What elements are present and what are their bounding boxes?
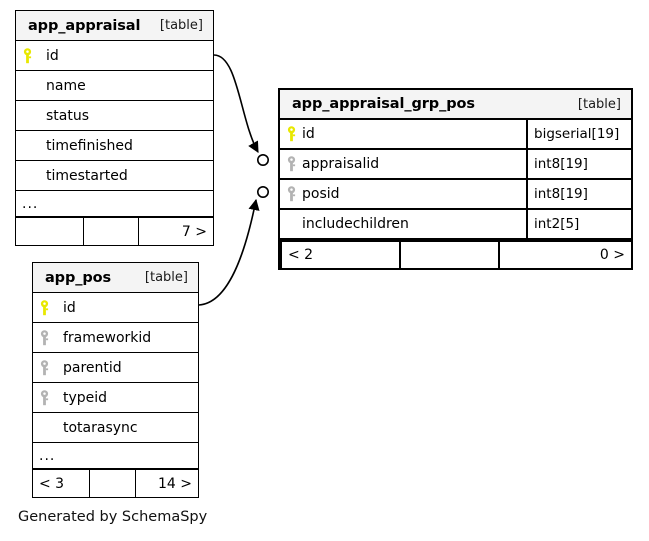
foreign-key-icon (33, 323, 55, 352)
table-type-tag: [table] (159, 18, 203, 33)
no-key-icon (16, 161, 38, 190)
table-header-app-appraisal[interactable]: app_appraisal [table] (16, 11, 213, 41)
footer-middle (89, 470, 135, 497)
table-footer: 7 > (16, 217, 213, 245)
column-name-cell: id (38, 41, 213, 70)
column-row[interactable]: frameworkid (33, 323, 198, 353)
column-label: totarasync (63, 419, 138, 436)
no-key-icon (16, 131, 38, 160)
no-key-icon (33, 413, 55, 442)
column-row[interactable]: status (16, 101, 213, 131)
table-footer: < 2 0 > (280, 240, 631, 268)
foreign-key-icon (280, 156, 302, 172)
column-name-cell: posid (280, 180, 526, 208)
footer-middle (82, 218, 138, 245)
column-label: frameworkid (63, 329, 152, 346)
table-app-appraisal[interactable]: app_appraisal [table] id name (15, 10, 214, 246)
column-row[interactable]: id (33, 293, 198, 323)
column-type: int2[5] (526, 210, 631, 238)
column-name-cell: appraisalid (280, 150, 526, 178)
column-name-cell: id (55, 293, 198, 322)
more-columns-indicator: ... (39, 447, 56, 464)
column-label: includechildren (302, 216, 409, 232)
table-type-tag: [table] (144, 270, 188, 285)
table-app-appraisal-grp-pos[interactable]: app_appraisal_grp_pos [table] id bigseri… (278, 88, 633, 270)
table-app-pos[interactable]: app_pos [table] id (32, 262, 199, 498)
no-key-icon (16, 71, 38, 100)
table-title: app_pos (45, 269, 112, 286)
column-type: int8[19] (526, 180, 631, 208)
column-label: id (302, 126, 315, 142)
table-title: app_appraisal (28, 17, 141, 34)
column-row[interactable]: totarasync (33, 413, 198, 443)
primary-key-icon (280, 126, 302, 142)
column-row[interactable]: name (16, 71, 213, 101)
table-header-app-appraisal-grp-pos[interactable]: app_appraisal_grp_pos [table] (280, 90, 631, 120)
primary-key-icon (16, 41, 38, 70)
table-footer: < 3 14 > (33, 469, 198, 497)
column-name-cell: name (38, 71, 213, 100)
footer-right-count[interactable]: 14 > (135, 470, 198, 497)
column-name-cell: status (38, 101, 213, 130)
footer-right-count[interactable]: 0 > (497, 242, 631, 268)
table-title: app_appraisal_grp_pos (292, 96, 475, 112)
column-name-cell: timefinished (38, 131, 213, 160)
table-header-app-pos[interactable]: app_pos [table] (33, 263, 198, 293)
column-name-cell: frameworkid (55, 323, 198, 352)
column-name-cell: parentid (55, 353, 198, 382)
diagram-caption: Generated by SchemaSpy (18, 509, 208, 525)
more-columns-row[interactable]: ... (16, 191, 213, 217)
foreign-key-icon (280, 186, 302, 202)
column-row[interactable]: typeid (33, 383, 198, 413)
primary-key-icon (33, 293, 55, 322)
foreign-key-icon (33, 383, 55, 412)
column-row[interactable]: parentid (33, 353, 198, 383)
column-row[interactable]: id (16, 41, 213, 71)
column-row[interactable]: timefinished (16, 131, 213, 161)
column-row[interactable]: posid int8[19] (280, 180, 631, 210)
column-name-cell: includechildren (280, 210, 526, 238)
column-row[interactable]: id bigserial[19] (280, 120, 631, 150)
foreign-key-icon (33, 353, 55, 382)
column-label: parentid (63, 359, 122, 376)
column-type: int8[19] (526, 150, 631, 178)
column-row[interactable]: appraisalid int8[19] (280, 150, 631, 180)
more-columns-row[interactable]: ... (33, 443, 198, 469)
column-label: status (46, 107, 90, 124)
footer-middle (399, 242, 497, 268)
column-type: bigserial[19] (526, 120, 631, 148)
footer-left-count[interactable]: < 2 (280, 242, 399, 268)
column-label: typeid (63, 389, 108, 406)
footer-right-count[interactable]: 7 > (138, 218, 213, 245)
column-label: timestarted (46, 167, 128, 184)
column-label: id (46, 47, 59, 64)
column-name-cell: totarasync (55, 413, 198, 442)
column-name-cell: typeid (55, 383, 198, 412)
column-label: timefinished (46, 137, 133, 154)
column-row[interactable]: includechildren int2[5] (280, 210, 631, 240)
no-key-icon (16, 101, 38, 130)
column-name-cell: timestarted (38, 161, 213, 190)
more-columns-indicator: ... (22, 195, 39, 212)
column-name-cell: id (280, 120, 526, 148)
edge-app-appraisal-to-grp-pos (213, 54, 269, 167)
column-row[interactable]: timestarted (16, 161, 213, 191)
footer-left-count[interactable] (16, 218, 83, 245)
column-label: appraisalid (302, 156, 380, 172)
footer-left-count[interactable]: < 3 (39, 475, 65, 492)
column-label: name (46, 77, 86, 94)
column-label: id (63, 299, 76, 316)
column-label: posid (302, 186, 340, 202)
table-type-tag: [table] (577, 96, 621, 112)
